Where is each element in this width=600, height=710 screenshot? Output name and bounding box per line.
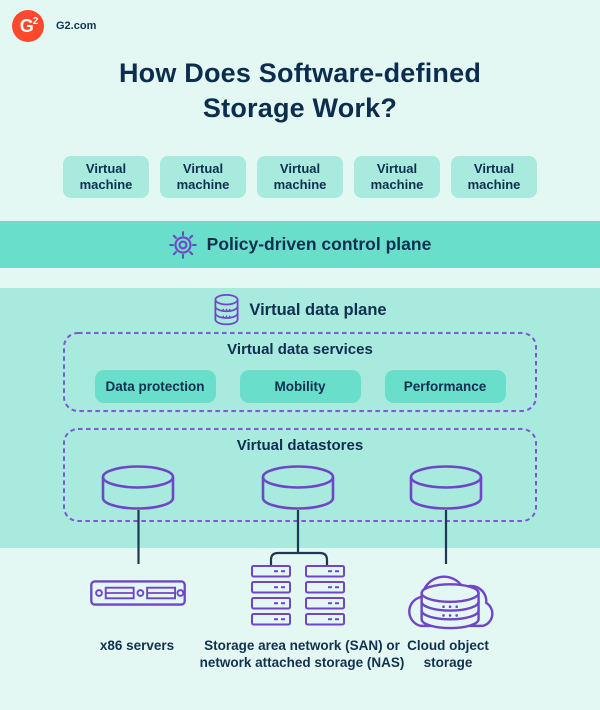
datastore-cylinder-icon: [409, 465, 483, 510]
virtual-machine-box: Virtual machine: [354, 156, 440, 198]
page-title-line-1: How Does Software-defined: [118, 58, 482, 88]
control-plane-band: Policy-driven control plane: [0, 221, 600, 268]
data-plane-title: Virtual data plane: [249, 300, 387, 319]
g2-logo-letter: G: [19, 16, 34, 36]
virtual-machine-row: Virtual machine Virtual machine Virtual …: [0, 156, 600, 198]
dashed-border: [63, 428, 537, 522]
g2-logo-superscript: 2: [32, 15, 39, 27]
control-plane-label: Policy-driven control plane: [206, 234, 432, 254]
gear-icon: [168, 230, 197, 259]
hardware-label-x86: x86 servers: [99, 638, 175, 653]
database-icon: [214, 294, 239, 326]
hardware-label-cloud: Cloud object storage: [407, 638, 489, 671]
virtual-machine-box: Virtual machine: [63, 156, 149, 198]
data-services-title: Virtual data services: [227, 341, 373, 358]
x86-server-icon: [90, 580, 186, 606]
site-label: G2.com: [56, 20, 97, 32]
datastore-cylinder-icon: [101, 465, 175, 510]
san-nas-rack-icon: [251, 565, 345, 626]
data-services-box: Virtual data services Data protection Mo…: [63, 332, 537, 412]
cloud-storage-icon: [408, 575, 494, 630]
dashed-border: [63, 332, 537, 412]
virtual-machine-box: Virtual machine: [257, 156, 343, 198]
page-title-line-2: Storage Work?: [202, 93, 398, 124]
g2-logo: G 2: [12, 10, 44, 42]
virtual-machine-box: Virtual machine: [160, 156, 246, 198]
datastores-box: Virtual datastores: [63, 428, 537, 522]
datastore-cylinder-icon: [261, 465, 335, 510]
page-title: How Does Software-defined Storage Work?: [0, 56, 600, 126]
data-plane-header: Virtual data plane: [0, 293, 600, 327]
datastores-title: Virtual datastores: [236, 437, 364, 454]
service-chip-mobility: Mobility: [239, 370, 361, 403]
data-services-chip-row: Data protection Mobility Performance: [63, 370, 537, 403]
hardware-label-san-nas: Storage area network (SAN) or network at…: [199, 638, 405, 671]
data-plane-section: Virtual data plane Virtual data services…: [0, 288, 600, 548]
service-chip-data-protection: Data protection: [94, 370, 216, 403]
service-chip-performance: Performance: [384, 370, 506, 403]
virtual-machine-box: Virtual machine: [451, 156, 537, 198]
